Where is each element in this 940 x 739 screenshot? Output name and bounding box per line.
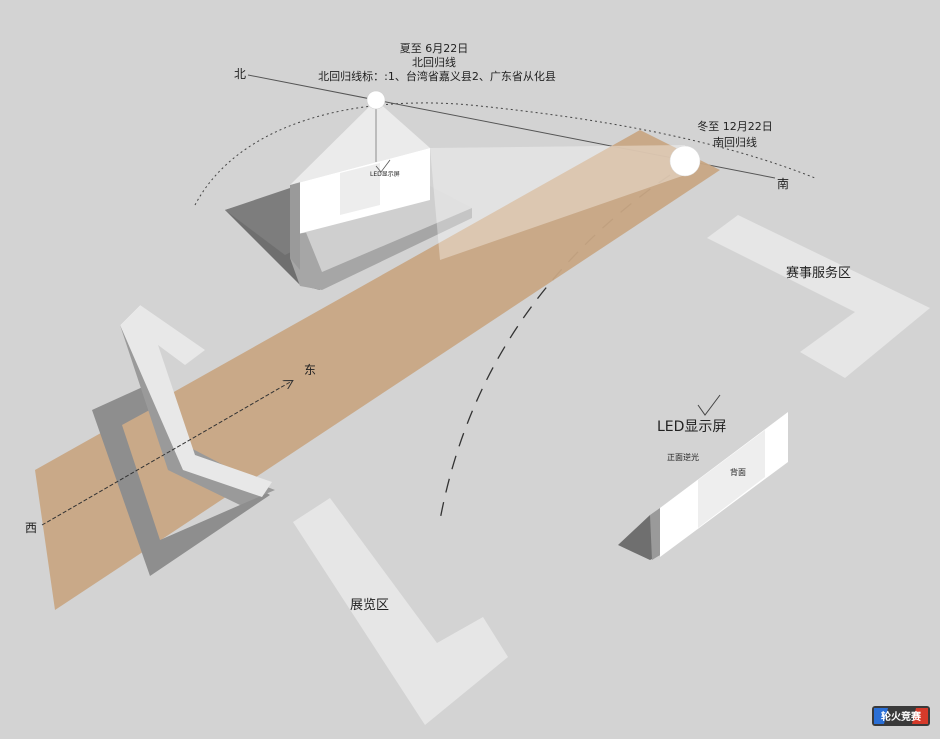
led-back-label: 背面 bbox=[730, 467, 746, 477]
u-structure-shadow bbox=[92, 385, 270, 576]
led-screen-mid-shade bbox=[698, 430, 765, 528]
east-west-arrow bbox=[41, 381, 292, 526]
winter-line-label: 南回归线 bbox=[713, 135, 757, 149]
led-title: LED显示屏 bbox=[657, 419, 726, 435]
brand-logo: 轮火竞赛 bbox=[872, 706, 930, 726]
service-zone bbox=[707, 215, 930, 378]
south-label: 南 bbox=[777, 176, 789, 191]
service-zone-label: 赛事服务区 bbox=[786, 265, 851, 281]
u-structure-top bbox=[120, 305, 272, 497]
summer-sun bbox=[366, 90, 386, 110]
exhibit-zone bbox=[293, 498, 508, 725]
led-check-icon bbox=[697, 394, 721, 416]
summer-note: 北回归线标：:1、台湾省嘉义县2、广东省从化县 bbox=[318, 69, 556, 83]
east-label: 东 bbox=[304, 363, 316, 377]
summer-title: 夏至 6月22日 bbox=[400, 42, 469, 55]
brand-logo-text: 轮火竞赛 bbox=[881, 710, 922, 723]
top-structure-wall-shade bbox=[340, 163, 380, 215]
winter-light-beam bbox=[430, 145, 685, 260]
top-structure-base-top bbox=[305, 185, 472, 272]
led-front-label: 正面逆光 bbox=[667, 452, 699, 462]
west-label: 西 bbox=[25, 521, 37, 535]
top-structure-shadow-2 bbox=[225, 188, 295, 255]
led-screen-side bbox=[650, 508, 660, 560]
led-small-check-icon bbox=[375, 159, 391, 173]
summer-light-cone bbox=[290, 100, 430, 185]
winter-sun bbox=[669, 145, 701, 177]
north-label: 北 bbox=[234, 67, 246, 81]
led-small-sign: LED显示屏 bbox=[370, 171, 400, 178]
winter-title: 冬至 12月22日 bbox=[697, 119, 773, 133]
exhibit-zone-label: 展览区 bbox=[350, 597, 389, 613]
sun-path-arc-dotted bbox=[194, 102, 816, 206]
led-screen-shadow bbox=[618, 515, 660, 560]
summer-line-label: 北回归线 bbox=[412, 55, 456, 69]
top-structure-wall-left bbox=[290, 182, 300, 270]
sun-band bbox=[35, 130, 720, 610]
